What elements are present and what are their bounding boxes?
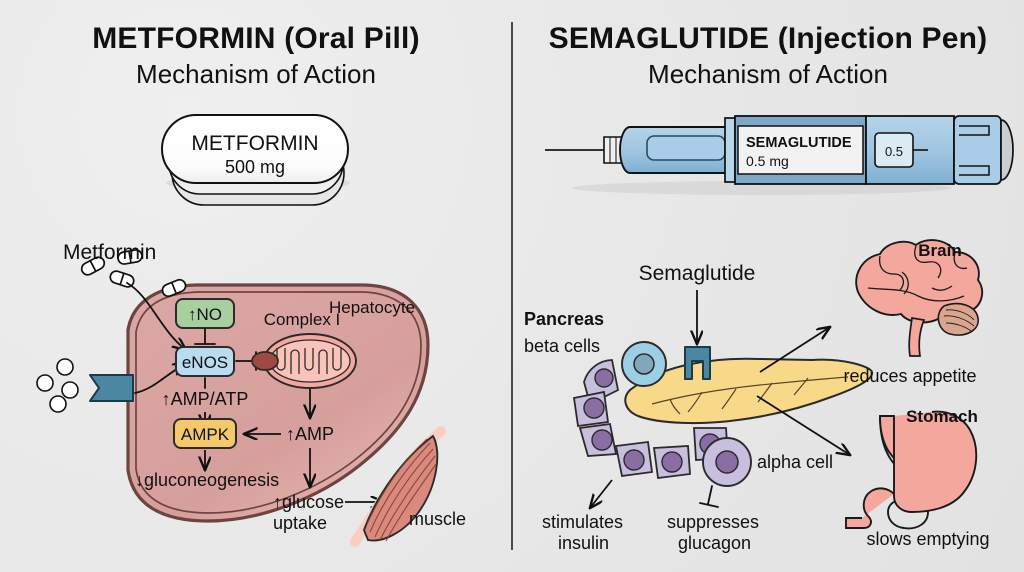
no-inhibits-enos (194, 328, 216, 345)
muscle-label: muscle (409, 509, 466, 529)
arrow-to-stomach (756, 395, 850, 455)
semaglutide-drug-label: Semaglutide (639, 262, 756, 285)
semaglutide-subtitle: Mechanism of Action (648, 59, 888, 89)
beta-cell-group (621, 341, 667, 387)
ampk-to-gluconeogenesis: ↓gluconeogenesis (135, 450, 279, 490)
node-no-label: ↑NO (188, 305, 222, 324)
pen-dose: 0.5 mg (746, 153, 789, 169)
semaglutide-panel: SEMAGLUTIDE (Injection Pen) Mechanism of… (512, 0, 1024, 572)
suppresses-glucagon-group (699, 485, 719, 508)
pancreas-label: Pancreas (524, 309, 604, 329)
beta-cells-label: beta cells (524, 336, 600, 356)
arrow-to-brain (759, 327, 830, 373)
metformin-pill: METFORMIN 500 mg (161, 114, 350, 206)
node-enos-label: eNOS (182, 353, 228, 372)
semaglutide-title: SEMAGLUTIDE (Injection Pen) (548, 22, 988, 55)
brain-label: Brain (918, 241, 961, 260)
stimulates-insulin-group: stimulates insulin (542, 479, 623, 553)
brain-illustration: Brain reduces appetite (843, 239, 984, 386)
metformin-panel: METFORMIN (Oral Pill) Mechanism of Actio… (36, 22, 466, 547)
node-no: ↑NO (175, 298, 235, 329)
glucose-transporter (89, 374, 134, 402)
hepatocyte-label: Hepatocyte (329, 298, 415, 317)
stomach-illustration: Stomach slows emptying (845, 407, 990, 549)
metformin-title: METFORMIN (Oral Pill) (92, 22, 420, 55)
glucose-uptake-line2: uptake (273, 513, 327, 533)
amp-to-ampk: ↑AMP (244, 389, 334, 444)
semaglutide-pen: SEMAGLUTIDE 0.5 mg 0.5 (545, 115, 1014, 195)
alpha-cell-group (572, 359, 752, 487)
stimulates-insulin-line2: insulin (558, 533, 609, 553)
node-enos: eNOS (175, 346, 235, 377)
semaglutide-graphic: SEMAGLUTIDE 0.5 mg 0.5 Semaglutide (524, 115, 1014, 553)
amp-label: ↑AMP (286, 424, 334, 444)
complex-i-label: Complex I (264, 310, 341, 329)
node-ampk: AMPK (173, 418, 237, 449)
reduces-appetite-label: reduces appetite (843, 366, 976, 386)
suppresses-glucagon-line2: glucagon (678, 533, 751, 553)
pen-drug-name: SEMAGLUTIDE (746, 135, 852, 151)
slows-emptying-label: slows emptying (866, 529, 989, 549)
metformin-graphic: METFORMIN 500 mg Hepatocyte Metformin (36, 114, 466, 547)
panel-divider (511, 22, 513, 550)
complex-i-marker (251, 351, 279, 371)
metformin-subtitle: Mechanism of Action (136, 59, 376, 89)
glucose-uptake-line1: ↑glucose (273, 492, 344, 512)
node-ampk-label: AMPK (181, 425, 230, 444)
glucose-molecule-group (36, 358, 79, 413)
muscle-illustration: muscle (350, 426, 466, 547)
gluconeogenesis-label: ↓gluconeogenesis (135, 470, 279, 490)
pill-dose: 500 mg (225, 157, 285, 177)
stomach-label: Stomach (906, 407, 978, 426)
amp-atp-label: ↑AMP/ATP (162, 389, 249, 409)
alpha-cell-label: alpha cell (757, 452, 833, 472)
glp1-receptor (684, 346, 711, 380)
suppresses-glucagon-line1: suppresses (667, 512, 759, 532)
stimulates-insulin-line1: stimulates (542, 512, 623, 532)
mitochondrion: Complex I (251, 310, 357, 389)
metformin-drug-label: Metformin (63, 241, 156, 264)
pen-dose-window-value: 0.5 (885, 144, 903, 159)
pill-name: METFORMIN (191, 132, 318, 155)
